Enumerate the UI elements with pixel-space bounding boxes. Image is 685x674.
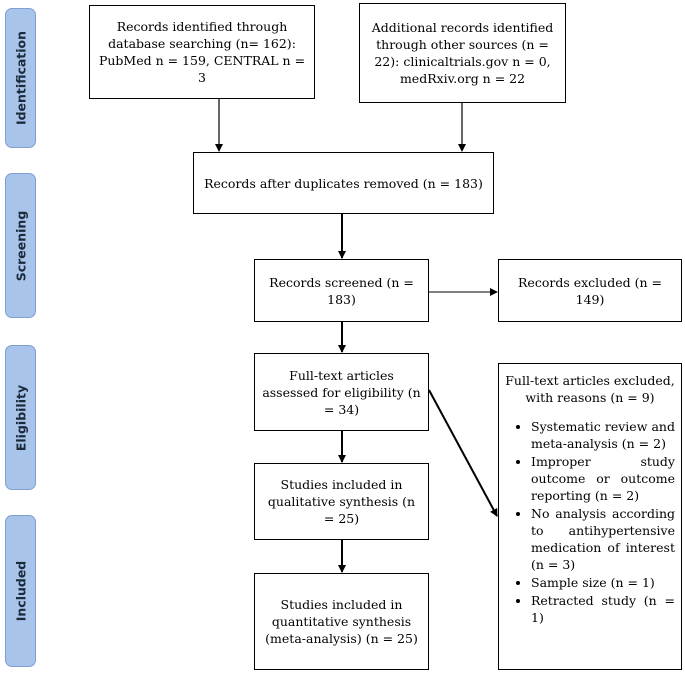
- phase-identification: Identification: [5, 8, 36, 148]
- box-qualitative-synthesis: Studies included in qualitative synthesi…: [254, 463, 429, 540]
- box-fulltext-assessed: Full-text articles assessed for eligibil…: [254, 353, 429, 431]
- box-qualitative-synthesis-text: Studies included in qualitative synthesi…: [267, 477, 416, 526]
- box-fulltext-excluded: Full-text articles excluded, with reason…: [498, 363, 682, 670]
- box-other-sources: Additional records identified through ot…: [359, 3, 566, 103]
- exclusion-reason-item: No analysis according to antihypertensiv…: [531, 505, 675, 573]
- box-database-records: Records identified through database sear…: [89, 5, 315, 99]
- box-records-excluded: Records excluded (n = 149): [498, 259, 682, 322]
- fulltext-excluded-heading: Full-text articles excluded, with reason…: [505, 373, 675, 405]
- phase-screening: Screening: [5, 173, 36, 318]
- exclusion-reason-item: Retracted study (n = 1): [531, 592, 675, 626]
- box-records-excluded-text: Records excluded (n = 149): [518, 274, 662, 307]
- exclusion-reason-item: Improper study outcome or outcome report…: [531, 453, 675, 504]
- box-other-sources-text: Additional records identified through ot…: [371, 20, 554, 86]
- exclusion-reason-item: Systematic review and meta-analysis (n =…: [531, 418, 675, 452]
- phase-included: Included: [5, 515, 36, 667]
- exclusion-reason-item: Sample size (n = 1): [531, 574, 675, 591]
- box-quantitative-synthesis: Studies included in quantitative synthes…: [254, 573, 429, 670]
- exclusion-reasons-list: Systematic review and meta-analysis (n =…: [499, 418, 681, 626]
- box-records-screened: Records screened (n = 183): [254, 259, 429, 322]
- phase-eligibility: Eligibility: [5, 345, 36, 490]
- box-quantitative-synthesis-text: Studies included in quantitative synthes…: [265, 597, 418, 646]
- box-records-screened-text: Records screened (n = 183): [269, 274, 414, 307]
- arrow-fulltext-to-excluded-reasons: [428, 389, 498, 517]
- box-database-records-text: Records identified through database sear…: [98, 19, 306, 85]
- box-fulltext-assessed-text: Full-text articles assessed for eligibil…: [262, 367, 421, 417]
- box-duplicates-removed-text: Records after duplicates removed (n = 18…: [204, 175, 483, 191]
- box-duplicates-removed: Records after duplicates removed (n = 18…: [193, 152, 494, 214]
